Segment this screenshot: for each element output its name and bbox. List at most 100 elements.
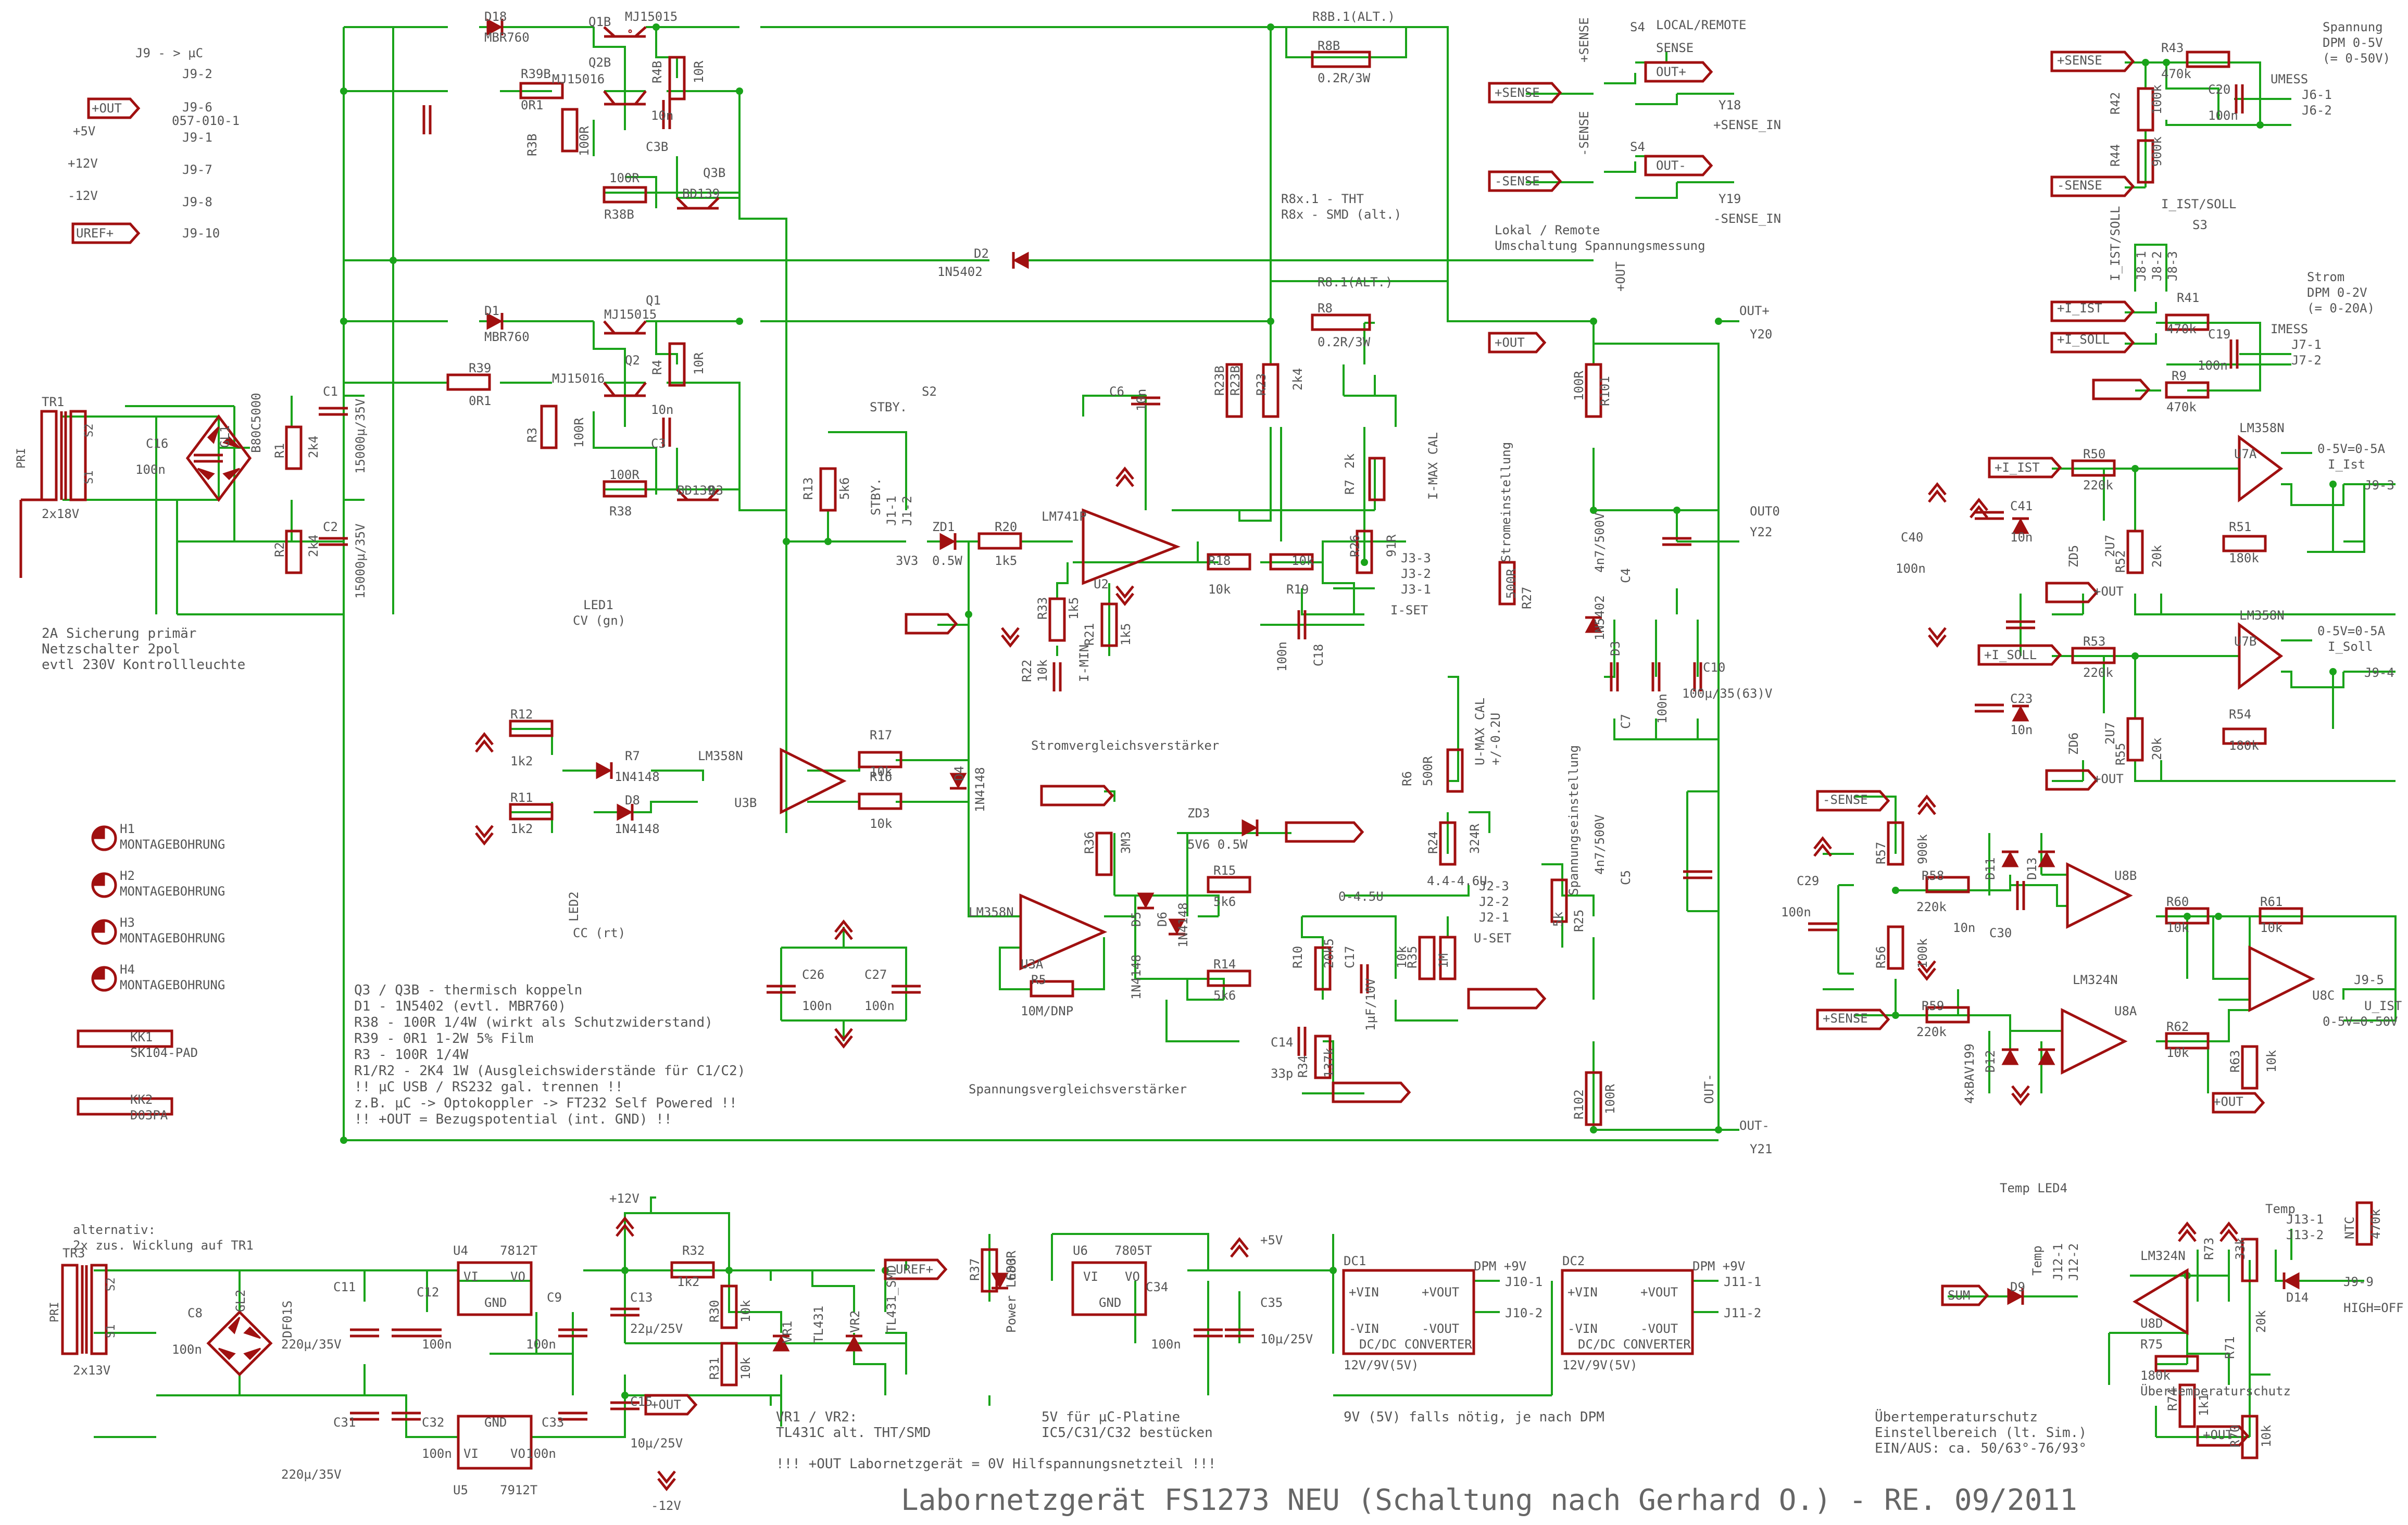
junction-dot <box>1892 887 1899 894</box>
supply-arrow-up <box>1970 497 1988 519</box>
label-top_connector-title: J9 - > µC <box>135 46 203 60</box>
junction-dot <box>725 1267 733 1274</box>
label-components-zd1: ZD1 <box>932 520 955 534</box>
label-remote-out_p: OUT+ <box>1656 65 1686 79</box>
page-title: Labornetzgerät FS1273 NEU (Schaltung nac… <box>901 1483 2077 1517</box>
label-components-uset: U-SET <box>1474 931 1511 946</box>
label-right-j8-2: J8-3 <box>2165 251 2180 281</box>
label-components-bd139b: BD139 <box>677 483 714 498</box>
label-components-c3b_v: 10n <box>651 402 673 417</box>
label-components-r8b1: R8B.1(ALT.) <box>1312 9 1395 24</box>
label-remote-y19: Y19 <box>1719 192 1741 206</box>
label-aux-vi: VI <box>463 1446 479 1461</box>
label-components-r5: R5 <box>1031 973 1046 987</box>
label-right-r70_v: 10k <box>2259 1425 2274 1447</box>
label-components-c6_v: 10n <box>1134 389 1149 411</box>
junction-dot <box>2142 59 2149 66</box>
label-components-r38b: R38B <box>604 207 634 222</box>
supply-symbols <box>475 466 2238 1492</box>
diode-symbol <box>1241 819 1259 837</box>
label-aux-vo: VO <box>1125 1269 1140 1284</box>
supply-arrow-down <box>1928 627 1947 648</box>
label-aux-j11-1: J11-2 <box>1724 1306 1761 1320</box>
label-right-r50_v: 220k <box>2083 478 2113 493</box>
label-right-r57_v: 900k <box>1915 834 1930 864</box>
capacitor-symbol <box>1297 1027 1307 1056</box>
junction-dot <box>736 87 743 95</box>
label-components-d_v: 1N4148 <box>614 770 660 784</box>
supply-arrow-down <box>1917 960 1936 981</box>
label-components-u2: U2 <box>1094 577 1109 591</box>
capacitors <box>194 84 2244 1421</box>
label-components-r35: R35 <box>1405 946 1420 968</box>
label-components-r22: R22 <box>1020 660 1034 682</box>
junction-dot <box>2215 913 2222 920</box>
label-components-zd3: ZD3 <box>1187 806 1210 821</box>
capacitor-symbol <box>1131 396 1160 406</box>
junction-dot <box>1361 559 1368 566</box>
label-right-r54: R54 <box>2229 707 2251 722</box>
junction-dot <box>1715 1126 1722 1133</box>
bridge-rectifier-gl1 <box>185 414 252 502</box>
label-aux-r37_v: 680R <box>1004 1251 1019 1281</box>
label-right-r73_v: 33k <box>2233 1237 2248 1260</box>
capacitor-symbol <box>422 105 432 134</box>
label-components-r39b: R39B <box>521 67 551 81</box>
label-aux-c100n: 100n <box>172 1342 202 1357</box>
label-right-c29_v: 100n <box>1781 905 1811 919</box>
label-remote-local: LOCAL/REMOTE <box>1656 18 1746 32</box>
label-components-br1: GL1 <box>218 425 232 448</box>
junction-dot <box>340 318 347 325</box>
junction-dot <box>736 318 743 325</box>
label-aux-c12: C12 <box>417 1285 439 1300</box>
capacitor-symbol <box>412 1328 442 1338</box>
label-top_connector-labels-0: +OUT <box>92 101 122 116</box>
label-right-zd6: ZD6 <box>2066 733 2081 755</box>
label-notes-1: D1 - 1N5402 (evtl. MBR760) <box>354 999 566 1014</box>
label-components-d3_v: 1N5402 <box>1592 595 1607 640</box>
label-components-montage: MONTAGEBOHRUNG <box>120 931 225 946</box>
label-right-j13-1: J13-2 <box>2286 1228 2324 1242</box>
modules <box>77 1029 1694 1470</box>
label-components-r23: R23 <box>1254 373 1269 396</box>
label-aux-vi: VI <box>1083 1269 1098 1284</box>
label-components-r_v: 2k4 <box>306 436 321 458</box>
supply-arrow-down <box>834 1028 853 1049</box>
label-top_connector-pins-2: J9-1 <box>182 130 212 145</box>
label-right-j6-0: J6-1 <box>2302 87 2332 102</box>
label-right-spannung-0: Spannung <box>2323 20 2383 34</box>
label-aux-dpm2: DPM +9V <box>1692 1259 1745 1274</box>
label-components-br1_v: B80C5000 <box>249 393 264 453</box>
label-aux-c100n: 100n <box>526 1446 556 1461</box>
label-right-r10k: 10k <box>2166 1045 2189 1060</box>
capacitor-symbol <box>392 1411 421 1421</box>
supply-arrow-up <box>1230 1237 1249 1258</box>
label-right-r53: R53 <box>2083 634 2105 649</box>
junction-dot <box>1590 1126 1597 1133</box>
label-remote-plus_sense: +SENSE <box>1577 17 1591 62</box>
diode-symbol <box>2038 850 2055 867</box>
capacitor-symbol <box>1975 703 2004 713</box>
label-transformers-tr3-pri: PRI <box>48 1302 61 1322</box>
label-fuse_notes-0: 2A Sicherung primär <box>42 626 196 641</box>
label-components-c2: C2 <box>323 520 338 534</box>
supply-arrow-up <box>1115 466 1134 487</box>
label-components-r81: R8.1(ALT.) <box>1318 275 1393 289</box>
label-transformers-tr3-rating: 2x13V <box>73 1363 110 1378</box>
capacitor-symbol <box>350 1411 379 1421</box>
label-components-c27: C27 <box>864 967 887 982</box>
label-components-c16_v: 100n <box>135 462 166 477</box>
label-right-j8-0: J8-1 <box>2134 251 2149 281</box>
label-components-r15_v: 5k6 <box>1213 894 1236 909</box>
label-components-r10k: 10k <box>870 764 893 779</box>
capacitor-symbol <box>1610 662 1619 691</box>
label-components-q1b: Q1B <box>588 15 611 29</box>
label-remote-t2: Umschaltung Spannungsmessung <box>1495 238 1705 253</box>
label-remote-s4: S4 <box>1630 140 1645 154</box>
label-components-r38b_v: 100R <box>609 468 639 482</box>
supply-arrow-up <box>1813 836 1832 857</box>
label-notes-7: z.B. µC -> Optokoppler -> FT232 Self Pow… <box>354 1095 737 1111</box>
label-notes-0: Q3 / Q3B - thermisch koppeln <box>354 982 582 998</box>
label-components-imin: I-MIN <box>1077 645 1092 682</box>
diode-symbol <box>939 533 957 550</box>
